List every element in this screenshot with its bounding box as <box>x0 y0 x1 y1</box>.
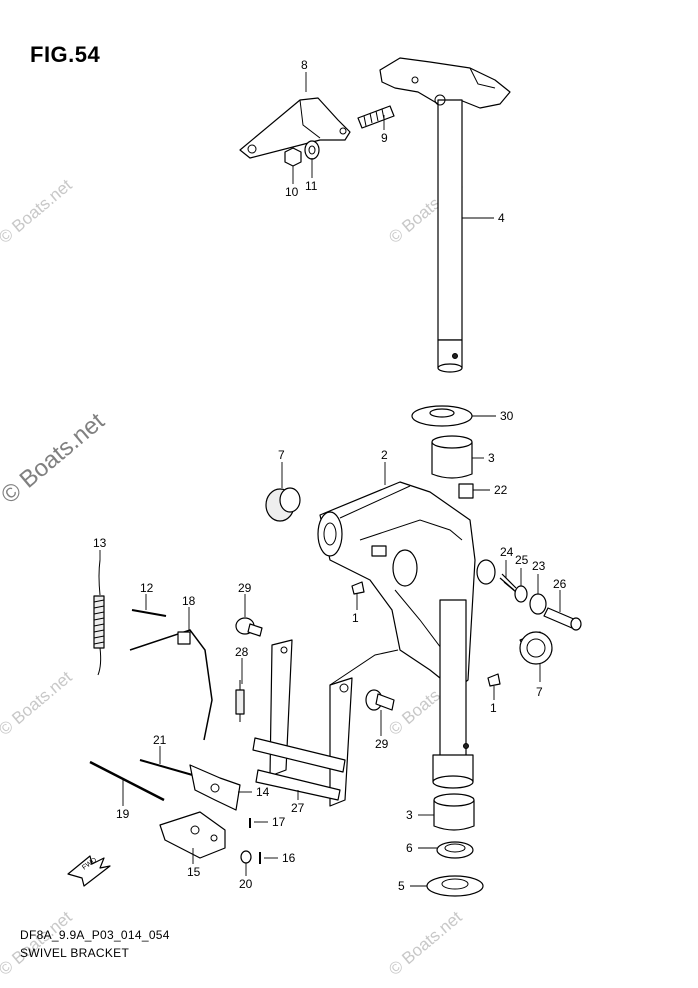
figure-title: FIG.54 <box>30 42 101 67</box>
callout-20: 20 <box>239 877 253 891</box>
callout-24: 24 <box>500 545 514 559</box>
part-4-steering-shaft <box>379 57 511 373</box>
callout-13: 13 <box>93 536 107 550</box>
part-25-washer <box>514 585 528 603</box>
callout-3-upper: 3 <box>488 451 495 465</box>
callout-12: 12 <box>140 581 154 595</box>
part-7-bushing-right <box>519 631 553 665</box>
part-11-washer <box>304 140 320 160</box>
part-10-nut <box>284 147 302 167</box>
drawing-code: DF8A_9.9A_P03_014_054 <box>20 928 170 942</box>
part-28-spring <box>235 680 245 722</box>
callout-19: 19 <box>116 807 130 821</box>
part-3-bushing-lower <box>433 793 475 831</box>
callout-5: 5 <box>398 879 405 893</box>
part-26-bolt <box>543 607 582 631</box>
part-7-bushing-left <box>265 487 301 522</box>
part-22-pad <box>458 483 474 499</box>
callout-29-lower: 29 <box>375 737 389 751</box>
callout-21: 21 <box>153 733 167 747</box>
callout-16: 16 <box>282 851 296 865</box>
callout-8: 8 <box>301 58 308 72</box>
part-24-cap <box>476 559 496 585</box>
part-9-bolt <box>357 105 395 129</box>
part-13-spring <box>93 559 105 676</box>
part-24-spring <box>499 573 517 593</box>
callout-9: 9 <box>381 131 388 145</box>
callout-28: 28 <box>235 645 249 659</box>
callout-23: 23 <box>532 559 546 573</box>
part-29-bolt-lower <box>365 689 395 711</box>
part-18-link <box>129 629 213 741</box>
callout-17: 17 <box>272 815 286 829</box>
drawing-name: SWIVEL BRACKET <box>20 946 130 960</box>
callout-22: 22 <box>494 483 508 497</box>
part-15-stopper <box>159 811 226 859</box>
callout-29-upper: 29 <box>238 581 252 595</box>
callout-7-right: 7 <box>536 685 543 699</box>
swivel-tube-lower <box>432 599 474 789</box>
part-12-pin <box>131 609 167 617</box>
callout-11: 11 <box>305 179 318 193</box>
part-1-grease-nipple-a <box>351 581 365 595</box>
callout-1-right: 1 <box>490 701 497 715</box>
callout-26: 26 <box>553 577 567 591</box>
callout-25: 25 <box>515 553 529 567</box>
part-1-grease-nipple-b <box>487 673 501 687</box>
callout-2: 2 <box>381 448 388 462</box>
callout-14: 14 <box>256 785 270 799</box>
callout-3-lower: 3 <box>406 808 413 822</box>
part-20-washer <box>240 850 252 864</box>
fwd-arrow-icon <box>67 855 111 887</box>
callout-4: 4 <box>498 211 505 225</box>
part-29-bolt-upper <box>235 617 263 637</box>
part-14-cam <box>189 764 241 811</box>
part-8-plate <box>239 97 351 159</box>
callout-15: 15 <box>187 865 201 879</box>
part-27-tilt-lever <box>252 639 399 807</box>
part-23-collar <box>529 593 547 615</box>
callout-18: 18 <box>182 594 196 608</box>
callout-30: 30 <box>500 409 514 423</box>
callout-6: 6 <box>406 841 413 855</box>
part-21-rod <box>139 759 197 777</box>
part-19-rod <box>89 760 165 802</box>
callout-7-left: 7 <box>278 448 285 462</box>
callout-10: 10 <box>285 185 299 199</box>
part-3-bushing-upper <box>431 435 473 479</box>
callout-1-left: 1 <box>352 611 359 625</box>
callout-27: 27 <box>291 801 305 815</box>
